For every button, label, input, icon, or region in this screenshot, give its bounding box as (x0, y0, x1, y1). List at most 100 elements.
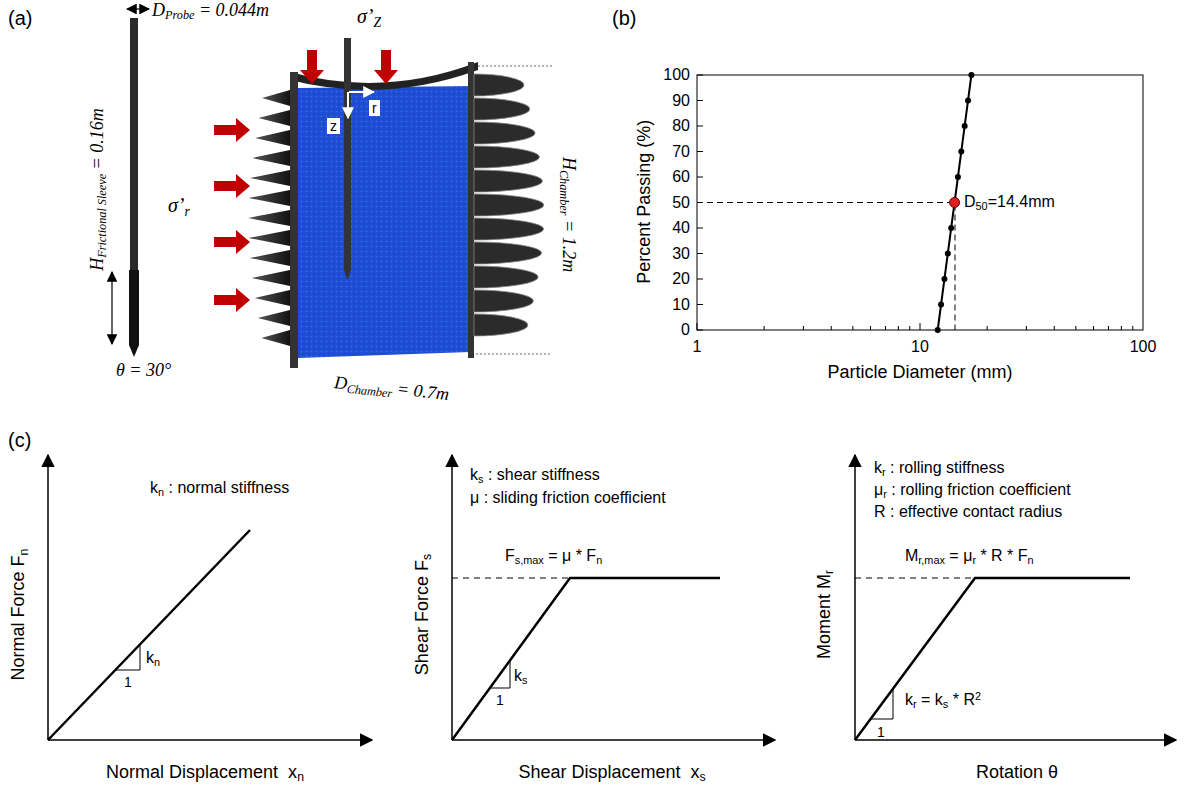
label-group: σ’Z (357, 4, 381, 31)
label-group: 1 (124, 674, 132, 691)
pressure-fin (258, 310, 290, 326)
subscript-text: s (943, 698, 948, 710)
tick (697, 279, 703, 280)
label-text: (b) (612, 7, 636, 29)
label-group: HChamber = 1.2m (556, 157, 579, 272)
label-group: Moment Mr (814, 570, 837, 659)
pressure-fin (252, 150, 290, 166)
label-group: Shear Displacement xs (518, 762, 705, 785)
label-text: k (874, 459, 882, 476)
axis-label-box: r (369, 100, 380, 116)
label-text: μ : sliding friction coefficient (470, 489, 666, 506)
pressure-lobe (474, 146, 539, 168)
subscript-text: r (185, 204, 190, 219)
tick (697, 330, 703, 331)
pressure-lobe (474, 242, 542, 264)
tick (1054, 326, 1055, 330)
data-point (941, 276, 947, 282)
label-group: Rotation θ (976, 762, 1058, 784)
tick (697, 202, 703, 203)
tick (987, 326, 988, 330)
tick (803, 326, 804, 330)
subscript-text: r (882, 466, 886, 478)
label-group: μ : sliding friction coefficient (470, 488, 666, 507)
tick (697, 177, 703, 178)
label-text: (c) (8, 429, 31, 451)
label-text: D (964, 193, 976, 210)
label-group: D50=14.4mm (964, 192, 1055, 213)
pressure-lobe (474, 266, 538, 288)
pressure-lobe (474, 98, 530, 120)
label-group: 90 (672, 91, 690, 110)
chamber (214, 38, 552, 368)
tick (697, 151, 703, 152)
tick (697, 100, 703, 101)
pressure-lobe (474, 122, 535, 144)
tick (920, 323, 921, 330)
label-text: 70 (672, 143, 690, 160)
label-text: 20 (672, 270, 690, 287)
stress-arrow (214, 118, 250, 142)
subscript-text: n (17, 549, 31, 556)
label-text: R : effective contact radius (874, 503, 1062, 520)
label-group: 10 (911, 337, 929, 356)
label-group: HFrictional Sleeve = 0.16m (86, 109, 109, 272)
subscript-text: s (478, 473, 483, 485)
tick (1075, 326, 1076, 330)
label-group: θ = 30° (116, 360, 171, 382)
tick (1132, 326, 1133, 330)
label-text: H (560, 157, 580, 170)
subscript-text: 50 (976, 200, 988, 212)
label-text: F (505, 547, 515, 564)
contact-law-charts (48, 455, 1176, 740)
label-group: 100 (663, 65, 690, 84)
subscript-text: s,max (515, 554, 544, 566)
pressure-lobe (474, 194, 544, 216)
label-text: 1 (877, 724, 885, 740)
label-text: σ’ (357, 5, 374, 27)
label-group: (a) (8, 6, 32, 30)
label-group: ks (514, 666, 527, 687)
tick (885, 326, 886, 330)
probe-left (112, 9, 149, 357)
label-text: 90 (672, 92, 690, 109)
label-text: Shear Force F (412, 561, 432, 676)
tick (898, 326, 899, 330)
data-point (938, 302, 944, 308)
subscript-text: s (421, 554, 435, 560)
data-point (958, 149, 964, 155)
label-group: 10 (672, 295, 690, 314)
subscript-text: r (913, 698, 917, 710)
label-group: 1 (877, 724, 885, 741)
label-text: 0 (681, 321, 690, 338)
subscript-text: n (158, 486, 164, 498)
label-text: * R * F (976, 547, 1028, 564)
subscript-text: Probe (165, 8, 194, 22)
data-point (955, 174, 961, 180)
tick (909, 326, 910, 330)
pressure-lobe (474, 74, 524, 96)
subscript-text: Chamber (346, 382, 393, 401)
tick (697, 228, 703, 229)
subscript-text: s (522, 674, 527, 686)
tick (697, 75, 703, 76)
subscript-text: Z (374, 15, 382, 30)
label-text: k (905, 691, 913, 708)
label-group: 60 (672, 167, 690, 186)
tick (870, 326, 871, 330)
stress-arrow (374, 50, 398, 84)
pressure-fin (248, 230, 290, 246)
label-text: μ (874, 481, 883, 498)
grading-chart (697, 72, 1143, 333)
data-point (935, 327, 941, 333)
label-group: R : effective contact radius (874, 502, 1062, 521)
label-group: kn : normal stiffness (150, 478, 289, 499)
label-text: : normal stiffness (164, 479, 289, 496)
superscript-text: 2 (975, 690, 981, 702)
label-text: 100 (1130, 338, 1157, 355)
tick (1093, 326, 1094, 330)
data-point (945, 251, 951, 257)
label-text: (a) (8, 7, 32, 29)
pressure-fin (254, 290, 290, 306)
